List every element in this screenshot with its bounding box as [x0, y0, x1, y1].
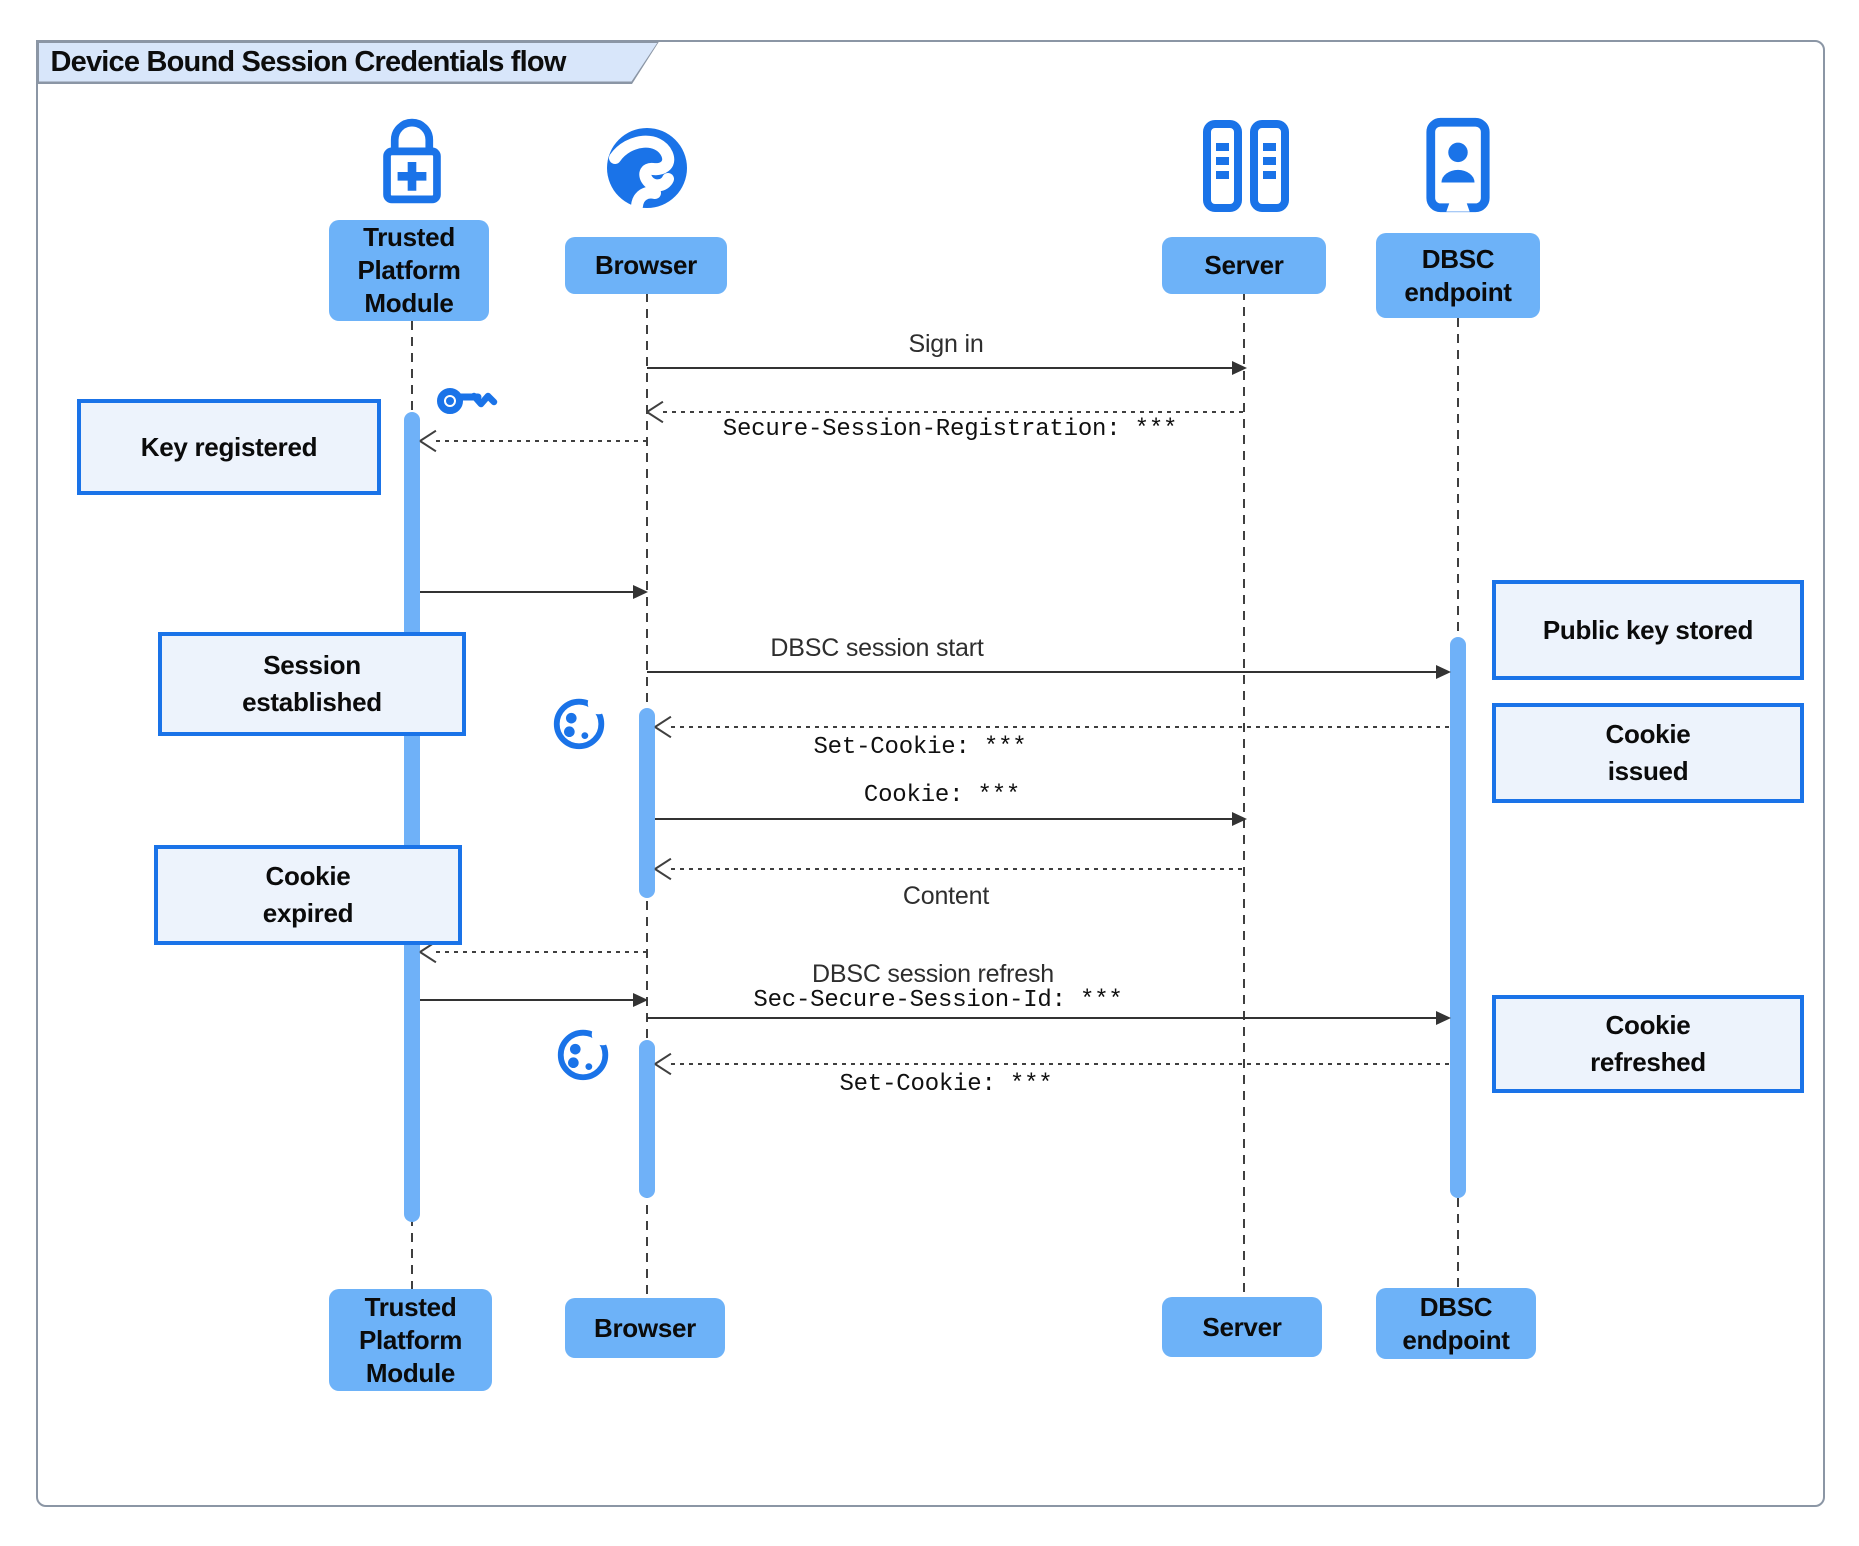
note-public-key-stored: Public key stored	[1492, 580, 1804, 680]
message-arrow-tpm-to-browser-1	[420, 585, 648, 599]
message-arrow-tpm-to-browser-2	[420, 993, 648, 1007]
id-badge-icon	[1426, 117, 1490, 213]
message-label-sign-in: Sign in	[908, 330, 984, 358]
note-cookie-expired: Cookie expired	[154, 845, 462, 945]
message-label-secure-session-registration: Secure-Session-Registration: ***	[722, 416, 1178, 443]
activation-tpm	[404, 412, 420, 1222]
key-icon	[437, 388, 498, 414]
message-arrow-dbsc-session-start	[647, 665, 1451, 679]
note-session-established: Session established	[158, 632, 466, 736]
message-label-sec-secure-session-id: Sec-Secure-Session-Id: ***	[753, 987, 1123, 1014]
diagram-title: Device Bound Session Credentials flow	[39, 43, 658, 82]
message-arrow-set-cookie-2	[655, 1063, 1450, 1065]
diagram-frame	[36, 40, 1825, 1507]
actor-browser-bottom: Browser	[565, 1298, 725, 1358]
lock-plus-icon	[383, 118, 441, 204]
note-cookie-refreshed: Cookie refreshed	[1492, 995, 1804, 1093]
message-arrow-dbsc-session-refresh	[647, 1011, 1451, 1025]
cookie-icon	[557, 1023, 614, 1081]
activation-browser-2	[639, 1040, 655, 1198]
message-arrow-key-to-tpm	[420, 440, 647, 442]
diagram-title-banner: Device Bound Session Credentials flow	[36, 40, 660, 84]
lifeline-server	[1243, 291, 1245, 1297]
message-arrow-set-cookie-1	[655, 726, 1450, 728]
actor-tpm-top: Trusted Platform Module	[329, 220, 489, 321]
message-arrow-sign-in	[647, 361, 1247, 375]
actor-dbsc-top: DBSC endpoint	[1376, 233, 1540, 318]
message-label-set-cookie-1: Set-Cookie: ***	[813, 734, 1027, 761]
message-label-cookie: Cookie: ***	[863, 782, 1021, 809]
globe-icon	[607, 128, 687, 210]
message-arrow-expired-to-tpm	[420, 951, 647, 953]
message-label-content: Content	[902, 882, 990, 910]
message-label-dbsc-session-start: DBSC session start	[770, 634, 984, 662]
cookie-icon	[553, 692, 610, 750]
server-rack-icon	[1203, 120, 1289, 212]
actor-dbsc-bottom: DBSC endpoint	[1376, 1288, 1536, 1359]
activation-dbsc-endpoint	[1450, 637, 1466, 1198]
message-label-dbsc-session-refresh: DBSC session refresh	[812, 960, 1054, 988]
actor-server-bottom: Server	[1162, 1297, 1322, 1357]
actor-tpm-bottom: Trusted Platform Module	[329, 1289, 492, 1391]
message-arrow-secure-session-registration	[647, 411, 1246, 413]
actor-server-top: Server	[1162, 237, 1326, 294]
activation-browser-1	[639, 708, 655, 898]
message-arrow-content	[655, 868, 1246, 870]
actor-browser-top: Browser	[565, 237, 727, 294]
note-key-registered: Key registered	[77, 399, 381, 495]
note-cookie-issued: Cookie issued	[1492, 703, 1804, 803]
message-label-set-cookie-2: Set-Cookie: ***	[839, 1071, 1053, 1098]
message-arrow-cookie	[655, 812, 1247, 826]
